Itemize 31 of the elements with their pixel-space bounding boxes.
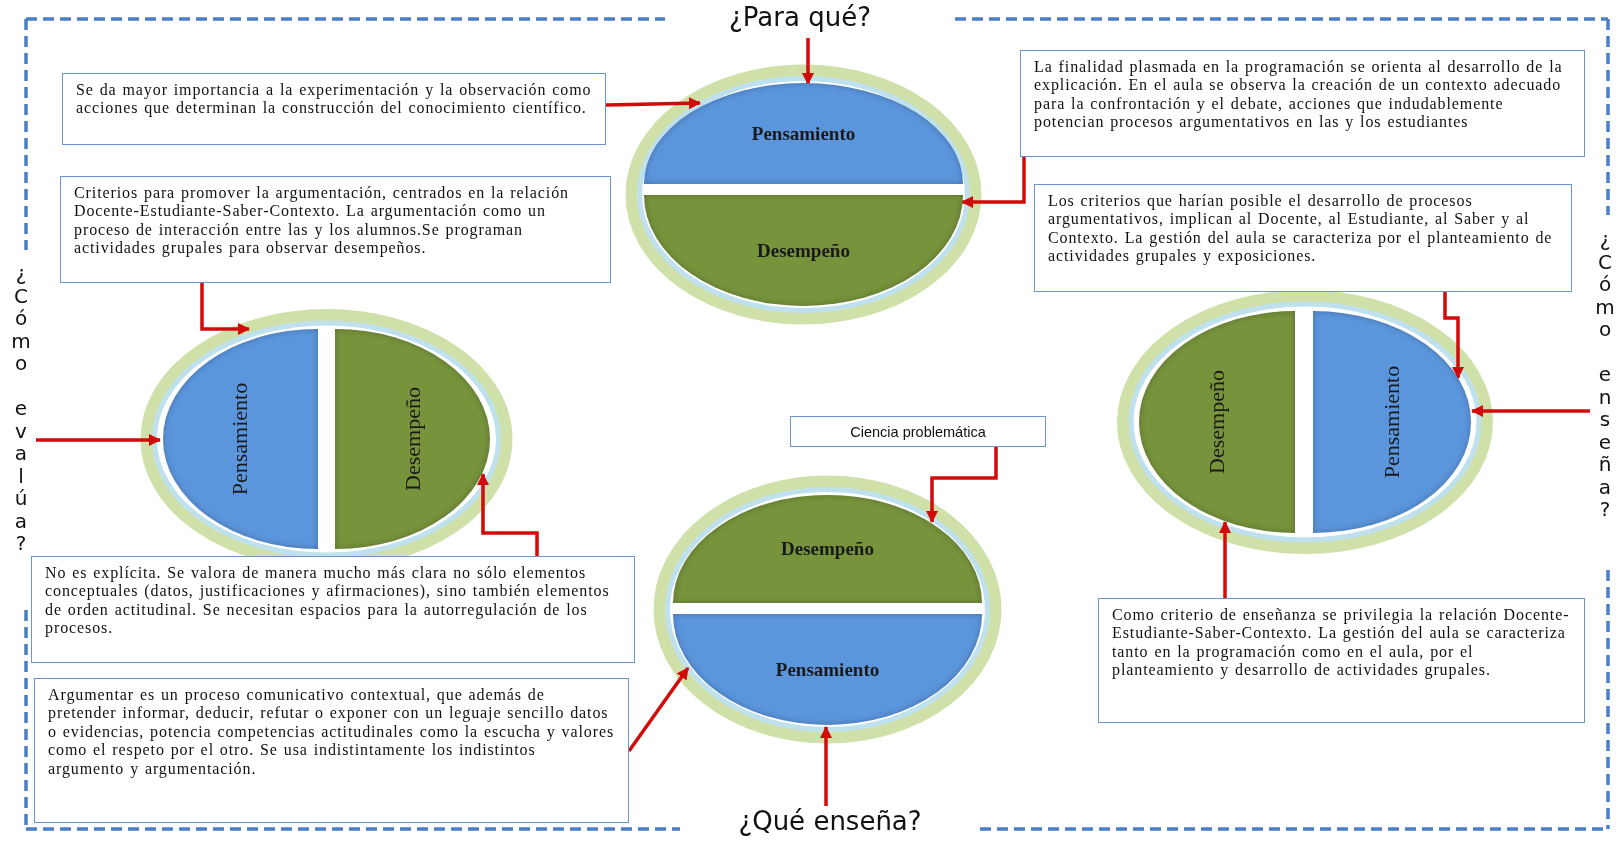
arrow: [1219, 521, 1231, 598]
text-box: Los criterios que harían posible el desarrollo de procesos argumentativos, implican al Docente, al Estudiante, al Saber y al Contexto. La gestión del aula se caracteriza por el planteamiento de actividades grupales y exposiciones.: [1034, 184, 1572, 292]
arrow: [961, 157, 1026, 208]
arrow: [36, 434, 161, 446]
half-circle-label: Desempeño: [781, 538, 874, 560]
half-circle-label: Pensamiento: [751, 122, 856, 145]
arrow: [802, 38, 814, 85]
text-box: Se da mayor importancia a la experimentación y la observación como acciones que determinan la construcción del conocimiento científico.: [62, 73, 606, 145]
text-box: Argumentar es un proceso comunicativo contextual, que además de pretender informar, deducir, refutar o exponer con un leguaje sencillo datos o evidencias, potencia competencias actitudinales como la escucha y valores como el respeto por el otro. Se usa indistintamente los indistintos argumento y argumentación.: [34, 678, 629, 823]
half-circle-label: Pensamiento: [227, 382, 254, 496]
half-circle-label: Desempeño: [1204, 370, 1230, 474]
half-circle-label: Desempeño: [399, 387, 426, 491]
vertical-question-heading: ¿Cómo enseña?: [1590, 228, 1620, 558]
text-box: Ciencia problemática: [790, 416, 1046, 447]
half-circle-label: Pensamiento: [775, 658, 880, 681]
arrow: [200, 283, 250, 335]
arrow: [1471, 405, 1590, 417]
text-box: La finalidad plasmada en la programación se orienta al desarrollo de la explicación. En el aula se observa la creación de un contexto adecuado para la confrontación y el debate, acciones que indudablemente potencian procesos argumentativos en las y los estudiantes: [1020, 50, 1585, 157]
arrow: [1443, 292, 1464, 379]
arrow: [820, 726, 832, 806]
text-box: Criterios para promover la argumentación, centrados en la relación Docente-Estudiante-Saber-Contexto. La argumentación como un proceso de interacción entre las y los alumnos.Se programan actividades grupales para observar desempeños.: [60, 176, 611, 283]
text-box: No es explícita. Se valora de manera mucho más clara no sólo elementos conceptuales (datos, justificaciones y afirmaciones), sino también elementos de orden actitudinal. Se necesitan espacios para la autorregulación de los procesos.: [31, 556, 635, 663]
arrow: [627, 667, 690, 752]
arrow: [926, 447, 998, 523]
question-heading: ¿Para qué?: [700, 2, 900, 38]
text-box: Como criterio de enseñanza se privilegia la relación Docente-Estudiante-Saber-Contexto. La gestión del aula se caracteriza tanto en la programación como en el aula, por el planteamiento y desarrollo de actividades grupales.: [1098, 598, 1585, 723]
arrow: [477, 473, 539, 556]
question-heading: ¿Qué enseña?: [690, 806, 970, 844]
arrow: [605, 97, 701, 110]
half-circle-label: Pensamiento: [1379, 365, 1405, 479]
half-circle-label: Desempeño: [757, 239, 850, 262]
